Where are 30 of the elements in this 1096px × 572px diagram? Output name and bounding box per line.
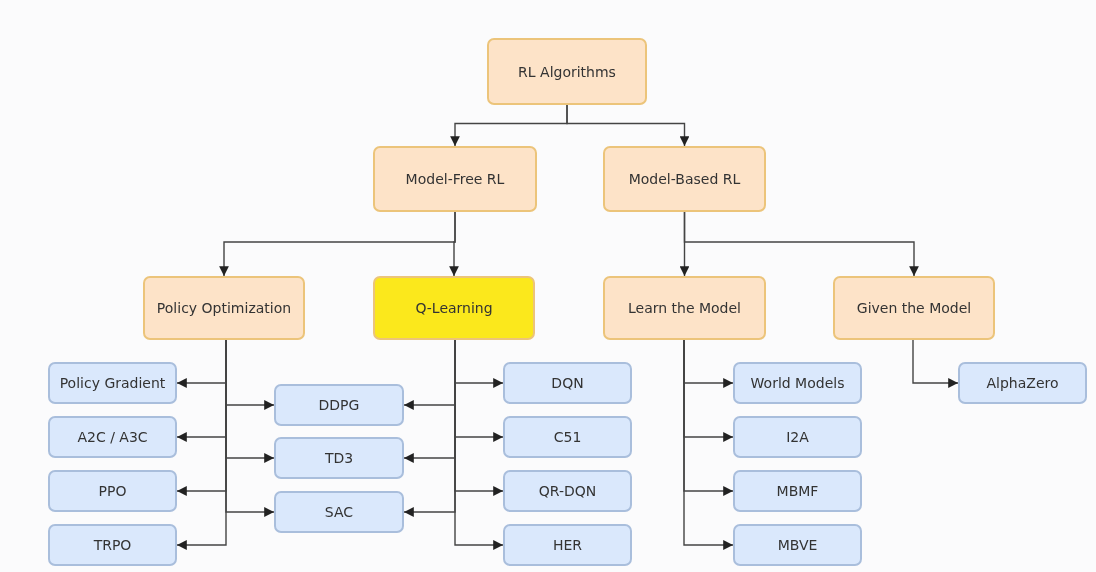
category-box: RL Algorithms bbox=[487, 38, 647, 105]
algorithm-box: I2A bbox=[733, 416, 862, 458]
algorithm-box: HER bbox=[503, 524, 632, 566]
arrow bbox=[454, 339, 504, 550]
arrow bbox=[683, 211, 919, 277]
algorithm-box: MBMF bbox=[733, 470, 862, 512]
arrow bbox=[566, 104, 690, 147]
arrow bbox=[912, 339, 959, 388]
algorithm-box: Policy Gradient bbox=[48, 362, 177, 404]
algorithm-box: AlphaZero bbox=[958, 362, 1087, 404]
algorithm-box: TD3 bbox=[274, 437, 404, 479]
category-box: Learn the Model bbox=[603, 276, 766, 340]
arrow bbox=[449, 211, 459, 277]
category-box: Given the Model bbox=[833, 276, 995, 340]
algorithm-box: SAC bbox=[274, 491, 404, 533]
algorithm-box: DDPG bbox=[274, 384, 404, 426]
algorithm-box: PPO bbox=[48, 470, 177, 512]
category-box: Q-Learning bbox=[373, 276, 535, 340]
arrow bbox=[683, 339, 734, 550]
algorithm-box: A2C / A3C bbox=[48, 416, 177, 458]
category-box: Policy Optimization bbox=[143, 276, 305, 340]
algorithm-box: DQN bbox=[503, 362, 632, 404]
category-box: Model-Free RL bbox=[373, 146, 537, 212]
algorithm-box: TRPO bbox=[48, 524, 177, 566]
algorithm-box: MBVE bbox=[733, 524, 862, 566]
category-box: Model-Based RL bbox=[603, 146, 766, 212]
algorithm-box: QR-DQN bbox=[503, 470, 632, 512]
algorithm-box: World Models bbox=[733, 362, 862, 404]
algorithm-box: C51 bbox=[503, 416, 632, 458]
arrow bbox=[225, 339, 275, 517]
